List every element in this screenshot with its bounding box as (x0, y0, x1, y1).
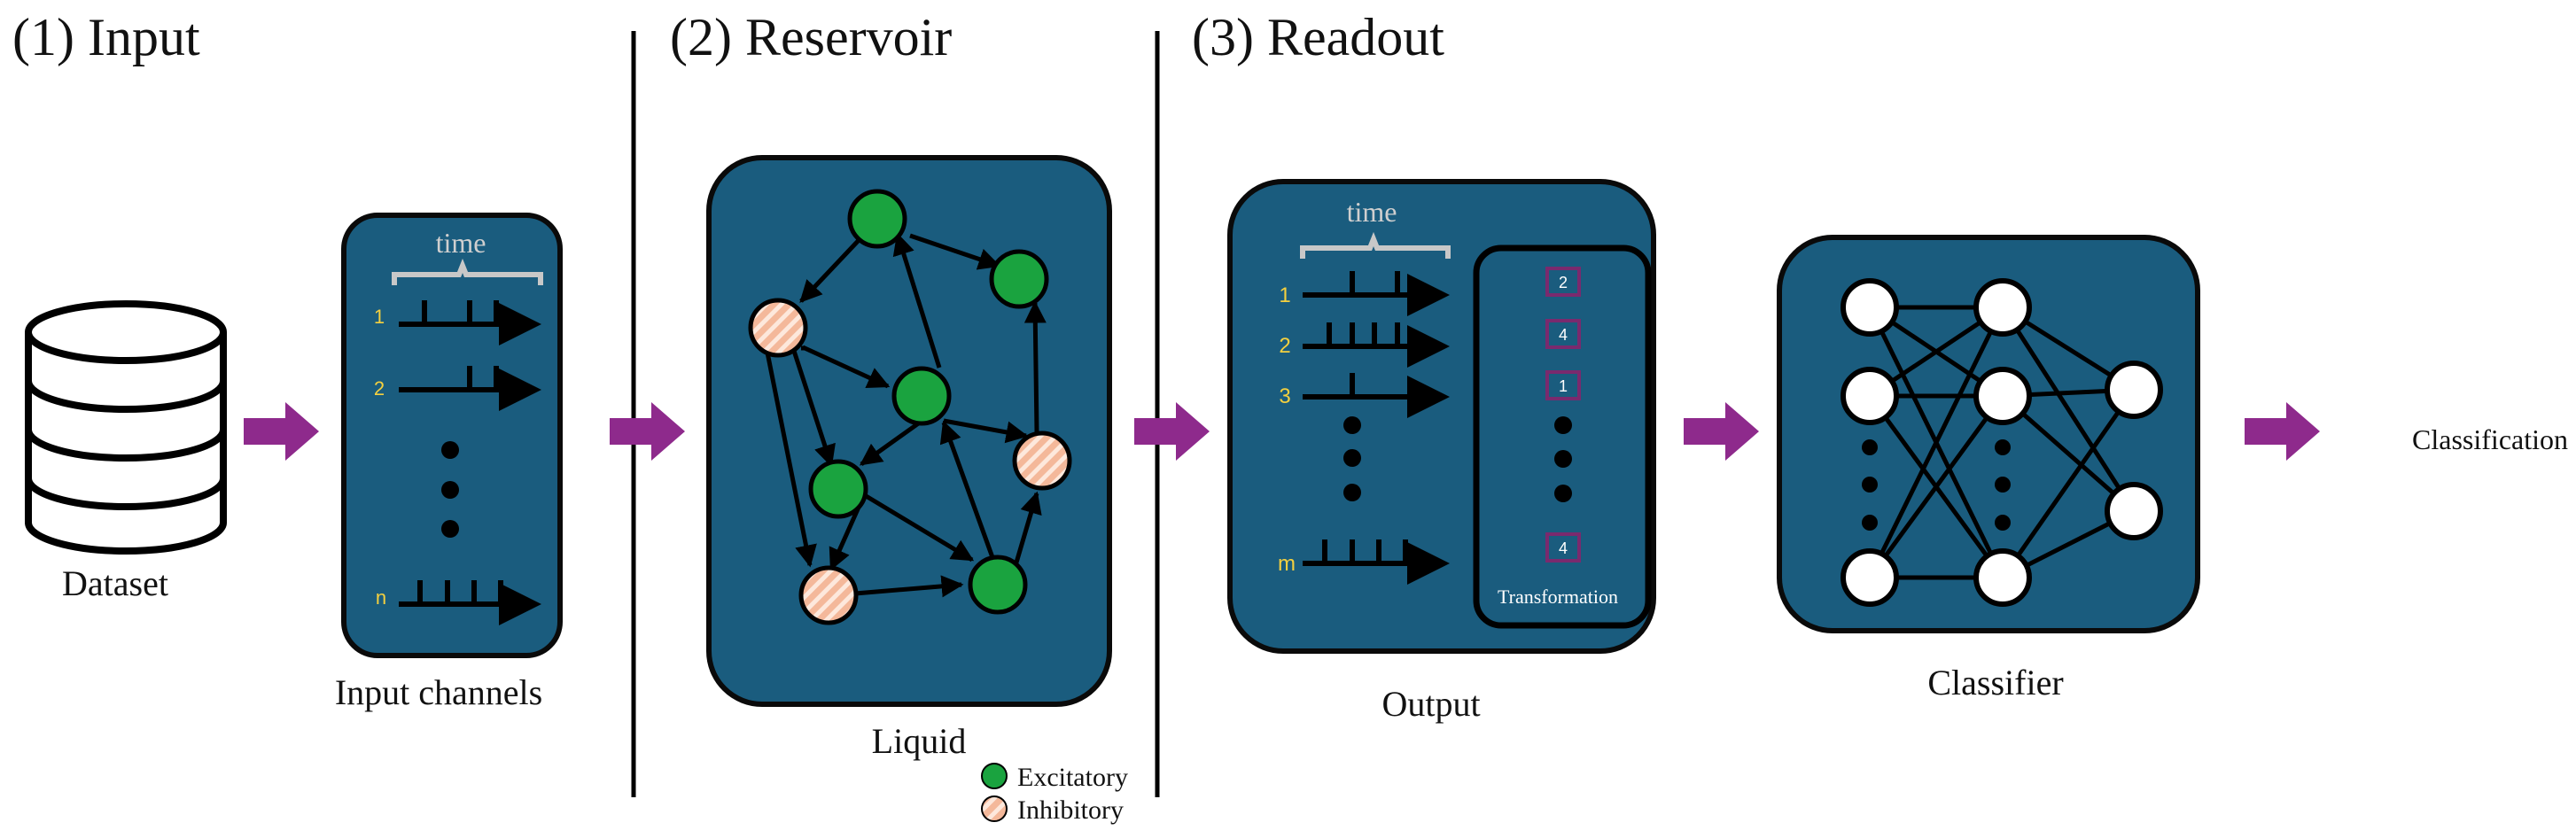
value-box-text: 2 (1559, 274, 1568, 291)
classifier-input-ellipsis (1862, 439, 1878, 531)
value-box (1545, 267, 1581, 297)
flow-arrow-2 (610, 402, 685, 461)
classifier-input-node (1841, 367, 1899, 425)
classifier-output-node (2105, 482, 2163, 540)
output-spike-train-3 (1303, 373, 1450, 418)
classifier-output-node (2105, 361, 2163, 419)
flow-arrow-5 (2245, 402, 2320, 461)
input-channels-label: Input channels (335, 672, 542, 712)
excitatory-neuron (847, 189, 907, 249)
input-channel-2-label: 2 (374, 377, 385, 400)
classifier-input-node (1841, 548, 1899, 607)
value-box (1545, 370, 1581, 400)
output-channel-m-label: m (1278, 552, 1296, 576)
value-box-text: 4 (1559, 326, 1568, 344)
input-ellipsis (441, 441, 459, 538)
flow-arrow-3 (1134, 402, 1210, 461)
liquid-panel (706, 155, 1112, 707)
classifier-hidden-node (1973, 548, 2032, 607)
transformation-ellipsis (1554, 416, 1572, 502)
output-time-brace (1300, 231, 1451, 259)
excitatory-neuron (989, 249, 1049, 309)
section-title-reservoir: (2) Reservoir (670, 8, 952, 66)
legend-excitatory-label: Excitatory (1017, 763, 1128, 792)
excitatory-neuron (808, 459, 868, 519)
classifier-input-node (1841, 278, 1899, 337)
excitatory-neuron (891, 366, 952, 426)
section-title-readout: (3) Readout (1192, 8, 1444, 66)
input-spike-train-2 (399, 366, 541, 411)
classifier-label: Classifier (1927, 663, 2063, 702)
output-panel: time 1 2 3 m (1227, 179, 1656, 654)
flow-arrow-4 (1684, 402, 1759, 461)
input-spike-train-n (399, 580, 541, 625)
transformation-box: 2 4 1 4 Transformation (1473, 244, 1652, 629)
input-time-label: time (436, 227, 486, 259)
database-icon (25, 300, 227, 555)
input-channels-panel: time 1 2 n (341, 213, 563, 658)
legend-inhibitory-swatch (981, 795, 1008, 822)
value-box (1545, 532, 1581, 563)
output-time-label: time (1347, 196, 1397, 228)
value-box (1545, 319, 1581, 349)
output-channel-1-label: 1 (1279, 283, 1290, 307)
input-time-brace (392, 258, 543, 285)
inhibitory-neuron (1012, 431, 1072, 491)
legend-inhibitory-label: Inhibitory (1017, 795, 1124, 825)
transformation-label: Transformation (1498, 586, 1618, 608)
classifier-hidden-ellipsis (1995, 439, 2011, 531)
liquid-label: Liquid (872, 721, 967, 761)
inhibitory-neuron (748, 298, 808, 358)
output-spike-train-1 (1303, 271, 1450, 316)
legend-excitatory-swatch (981, 763, 1008, 789)
excitatory-neuron (968, 555, 1028, 615)
classifier-panel (1777, 235, 2200, 633)
input-spike-train-1 (399, 300, 541, 345)
input-channel-1-label: 1 (374, 306, 385, 328)
input-channel-n-label: n (376, 586, 386, 609)
flow-arrow-1 (244, 402, 319, 461)
output-channel-2-label: 2 (1279, 334, 1290, 358)
dataset-label: Dataset (62, 563, 168, 603)
output-label: Output (1381, 684, 1480, 724)
classification-label: Classification (2412, 423, 2568, 455)
output-spike-train-m (1303, 539, 1450, 585)
classifier-hidden-node (1973, 367, 2032, 425)
value-box-text: 4 (1559, 539, 1568, 557)
value-box-text: 1 (1559, 377, 1568, 395)
section-title-input: (1) Input (12, 8, 200, 66)
classifier-hidden-node (1973, 278, 2032, 337)
output-spike-train-2 (1303, 322, 1450, 368)
neuron-legend: Excitatory Inhibitory (981, 763, 1128, 825)
inhibitory-neuron (798, 565, 859, 625)
output-ellipsis (1343, 416, 1361, 501)
output-channel-3-label: 3 (1279, 384, 1290, 408)
